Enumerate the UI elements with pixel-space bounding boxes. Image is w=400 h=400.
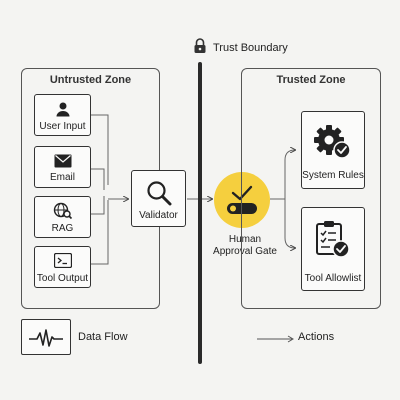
approval-gate-label: Human Approval Gate xyxy=(205,234,285,258)
untrusted-zone-title: Untrusted Zone xyxy=(49,74,132,86)
arrow-right-icon xyxy=(257,331,295,343)
pulse-wave-icon xyxy=(22,327,70,349)
approval-gate-label-line1: Human xyxy=(228,234,262,245)
user-icon xyxy=(35,101,90,117)
wire-rag xyxy=(91,196,105,215)
gear-check-icon xyxy=(302,123,364,161)
card-tool-output[interactable]: Tool Output xyxy=(34,246,91,288)
approval-gate-label-line2: Approval Gate xyxy=(213,246,277,257)
wire-user-input xyxy=(91,114,109,185)
card-label: Email xyxy=(49,172,75,183)
approval-gate-circle[interactable] xyxy=(214,172,270,228)
card-validator[interactable]: Validator xyxy=(131,170,186,227)
check-toggle-icon xyxy=(227,185,257,214)
magnifier-icon xyxy=(132,180,185,206)
wire-tool-output xyxy=(91,200,109,265)
card-tool-allowlist[interactable]: Tool Allowlist xyxy=(301,207,365,291)
card-email[interactable]: Email xyxy=(34,146,91,188)
card-label: RAG xyxy=(51,223,74,234)
card-rag[interactable]: RAG xyxy=(34,196,91,238)
card-label: Tool Output xyxy=(36,273,89,284)
legend-actions-label: Actions xyxy=(298,331,335,343)
wire-to-tool-allowlist xyxy=(284,199,295,248)
legend-data-flow-label: Data Flow xyxy=(78,331,128,343)
card-label: Tool Allowlist xyxy=(304,273,362,284)
trust-boundary-title: Trust Boundary xyxy=(213,42,288,54)
legend-data-flow-box xyxy=(21,319,71,355)
wire-email xyxy=(91,168,105,190)
card-label: Validator xyxy=(139,210,178,221)
wire-to-system-rules xyxy=(284,150,295,199)
terminal-icon xyxy=(35,253,90,268)
card-user-input[interactable]: User Input xyxy=(34,94,91,136)
clipboard-check-icon xyxy=(302,220,364,260)
card-label: System Rules xyxy=(302,170,364,181)
card-system-rules[interactable]: System Rules xyxy=(301,111,365,189)
globe-search-icon xyxy=(35,202,90,220)
envelope-icon xyxy=(35,154,90,168)
trusted-zone: Trusted Zone xyxy=(241,68,381,309)
card-label: User Input xyxy=(39,121,86,132)
trusted-zone-title: Trusted Zone xyxy=(276,74,346,86)
lock-icon xyxy=(193,38,207,54)
